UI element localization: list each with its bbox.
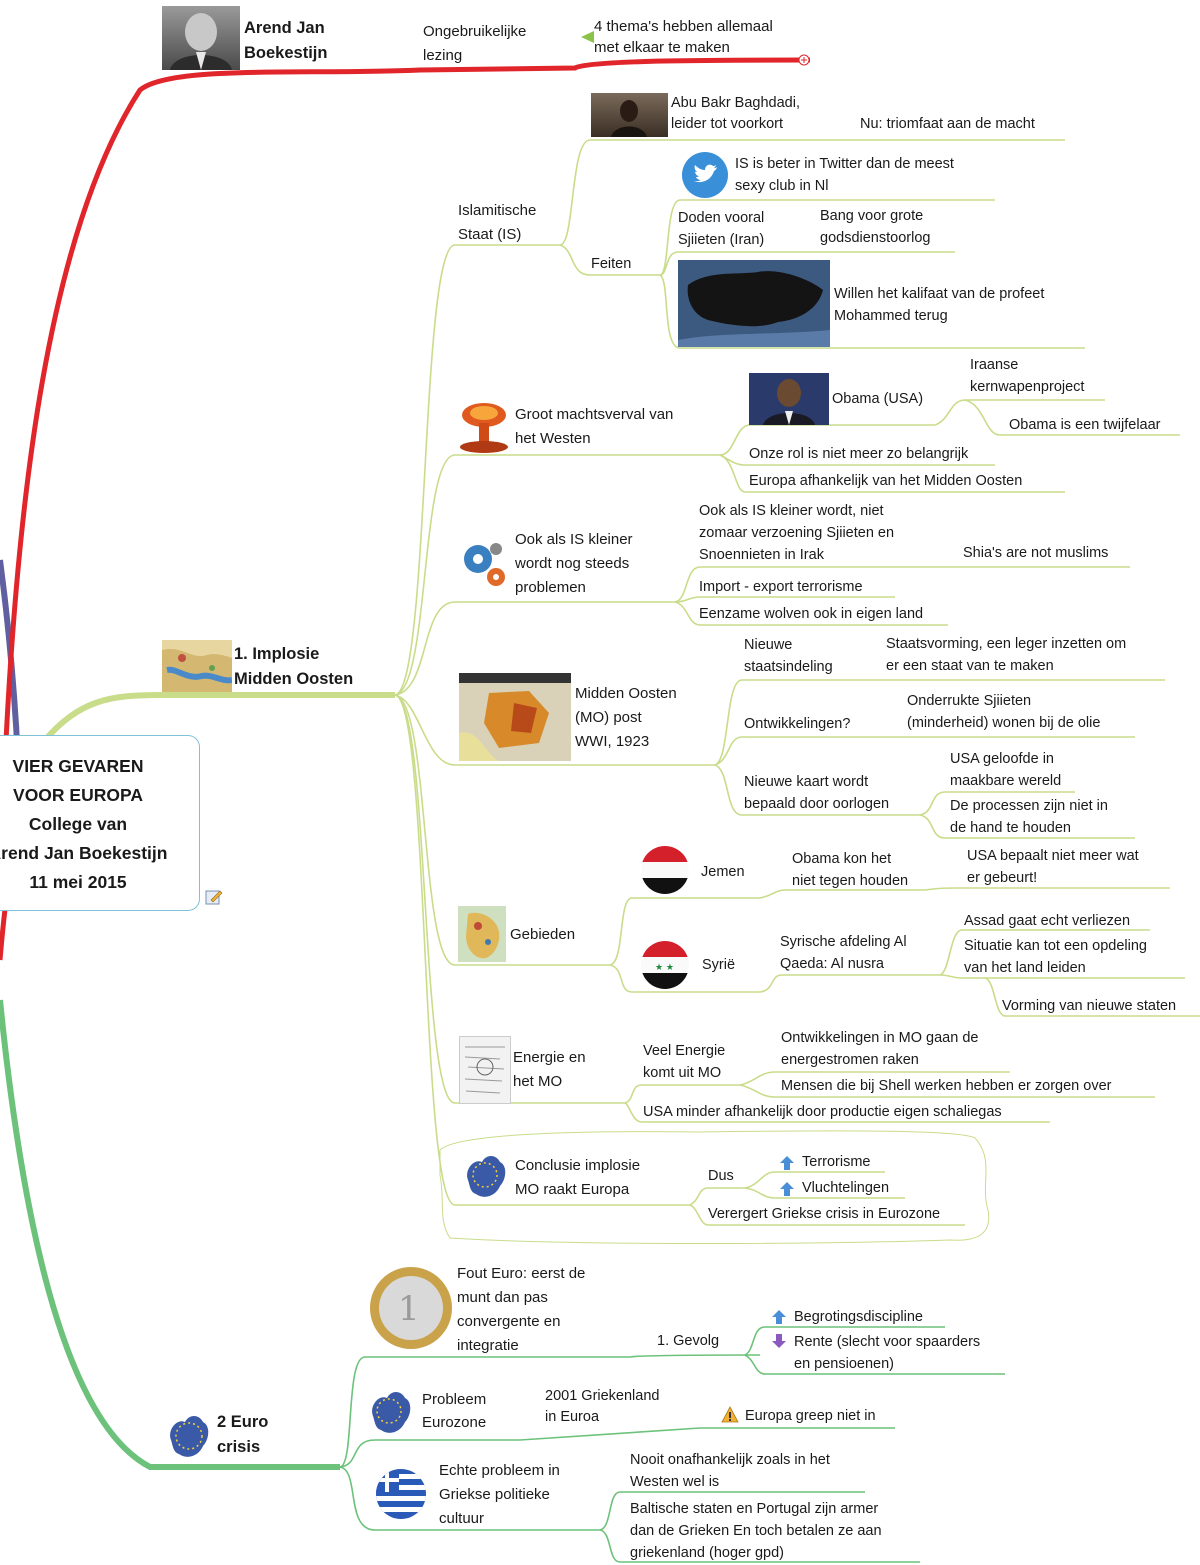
central-topic-title: VIER GEVAREN VOOR EUROPA College van Are… [0, 756, 168, 892]
themes-note: 4 thema's hebben allemaal met elkaar te … [594, 18, 773, 56]
caliphate-map-image [678, 260, 830, 347]
conclusie-label[interactable]: Conclusie implosie MO raakt Europa [515, 1157, 641, 1198]
staatsvorming-text: Staatsvorming, een leger inzetten om er … [886, 636, 1127, 674]
begroting-text: Begrotingsdiscipline [794, 1309, 923, 1325]
middle-east-map-icon [162, 640, 232, 692]
baghdadi-photo [591, 93, 668, 137]
twitter-icon [682, 152, 728, 198]
greep-text: Europa greep niet in [745, 1408, 876, 1424]
assad-text: Assad gaat echt verliezen [964, 913, 1131, 929]
nooit-text: Nooit onafhankelijk zoals in het Westen … [630, 1452, 830, 1490]
wolven-text: Eenzame wolven ook in eigen land [699, 606, 924, 622]
obama-kon-text: Obama kon het niet tegen houden [792, 851, 909, 889]
vorming-text: Vorming van nieuwe staten [1002, 998, 1177, 1014]
energie-label[interactable]: Energie en het MO [513, 1049, 586, 1090]
westen-label[interactable]: Groot machtsverval van het Westen [515, 406, 674, 447]
central-topic-box[interactable] [0, 735, 200, 911]
gevolg-text: 1. Gevolg [657, 1333, 720, 1349]
griekse-crisis-text: Verergert Griekse crisis in Eurozone [708, 1206, 941, 1222]
is-label[interactable]: Islamitische Staat (IS) [458, 202, 537, 243]
kleiner-label[interactable]: Ook als IS kleiner wordt nog steeds prob… [515, 531, 633, 596]
kaart-text: Nieuwe kaart wordt bepaald door oorlogen [744, 774, 890, 812]
twitter-text: IS is beter in Twitter dan de meest sexy… [735, 156, 954, 194]
griekenland-2001-text: 2001 Griekenland in Euroa [545, 1388, 660, 1425]
shell-text: Mensen die bij Shell werken hebben er zo… [781, 1078, 1112, 1094]
ontw-text: Ontwikkelingen? [744, 716, 851, 732]
processen-text: De processen zijn niet in de hand te hou… [950, 798, 1108, 836]
usa-bepaalt-text: USA bepaalt niet meer wat er gebeurt! [967, 848, 1139, 886]
nieuwe-text: Nieuwe staatsindeling [744, 637, 833, 675]
iraanse-text: Iraanse kernwapenproject [970, 357, 1085, 395]
syrische-text: Syrische afdeling Al Qaeda: Al nusra [780, 934, 907, 972]
europe-map-icon [170, 1416, 209, 1457]
mo-branch-title[interactable]: 1. Implosie Midden Oosten [234, 645, 354, 688]
shia-text: Shia's are not muslims [963, 545, 1109, 561]
rente-text: Rente (slecht voor spaarders en pensioen… [794, 1334, 981, 1372]
feiten-label: Feiten [591, 256, 632, 272]
import-text: Import - export terrorisme [699, 579, 863, 595]
jemen-text: Jemen [701, 864, 745, 880]
warning-icon [721, 1406, 739, 1423]
ontw-mo-text: Ontwikkelingen in MO gaan de energestrom… [781, 1030, 979, 1068]
echte-probleem-label[interactable]: Echte probleem in Griekse politieke cult… [439, 1462, 560, 1527]
svg-text:1: 1 [398, 1289, 420, 1329]
syrie-text: Syrië [702, 957, 736, 973]
arrow-up-icon [772, 1310, 786, 1324]
arrow-up-icon [780, 1182, 794, 1196]
situatie-text: Situatie kan tot een opdeling van het la… [964, 938, 1147, 976]
syria-flag-icon: ★ ★ [641, 941, 689, 989]
post-label[interactable]: Midden Oosten (MO) post WWI, 1923 [575, 685, 677, 750]
arabia-map-icon [458, 906, 506, 962]
speaker-name: Arend Jan Boekestijn [244, 19, 328, 62]
baltische-text: Baltische staten en Portugal zijn armer … [630, 1501, 882, 1561]
fout-euro-label[interactable]: Fout Euro: eerst de munt dan pas converg… [457, 1265, 586, 1354]
usa-maakbaar-text: USA geloofde in maakbare wereld [950, 751, 1062, 789]
note-icon[interactable] [205, 888, 223, 906]
light-green-main-branch [42, 692, 395, 742]
triomf-text: Nu: triomfaat aan de macht [860, 116, 1035, 132]
red-main-branch [0, 57, 811, 881]
vluchtelingen-text: Vluchtelingen [802, 1180, 890, 1196]
gears-icon [464, 543, 505, 586]
veel-energie-text: Veel Energie komt uit MO [643, 1043, 726, 1081]
euro-coin-icon: 1 [370, 1267, 452, 1349]
obama-photo [749, 373, 829, 425]
arrow-up-icon [780, 1156, 794, 1170]
green-arrow-icon [581, 31, 594, 43]
twijfelaar-text: Obama is een twijfelaar [1009, 417, 1161, 433]
svg-text:★ ★: ★ ★ [655, 963, 674, 973]
terrorisme-text: Terrorisme [802, 1154, 871, 1170]
verzoening-text: Ook als IS kleiner wordt, niet zomaar ve… [699, 503, 895, 563]
gebieden-label[interactable]: Gebieden [510, 926, 576, 943]
obama-text: Obama (USA) [832, 391, 924, 407]
mo-1923-map-image [459, 673, 571, 761]
bang-text: Bang voor grote godsdienstoorlog [820, 208, 931, 246]
baghdadi-text: Abu Bakr Baghdadi, leider tot voorkort [671, 95, 800, 132]
dus-text: Dus [708, 1168, 734, 1184]
greece-flag-icon [376, 1469, 426, 1519]
yemen-flag-icon [641, 846, 689, 894]
speaker-photo [162, 6, 240, 70]
europe-map-icon [372, 1392, 411, 1433]
doden-text: Doden vooral Sjiieten (Iran) [678, 210, 765, 248]
energy-map-icon [459, 1036, 511, 1104]
euro-branch-title[interactable]: 2 Euro crisis [217, 1413, 269, 1456]
probleem-eurozone-label[interactable]: Probleem Eurozone [422, 1391, 487, 1431]
green-main-branch [0, 999, 340, 1470]
lecture-label: Ongebruikelijke lezing [423, 23, 527, 64]
nuclear-explosion-icon [460, 403, 508, 453]
schaliegas-text: USA minder afhankelijk door productie ei… [643, 1104, 1002, 1120]
kalifaat-text: Willen het kalifaat van de profeet Moham… [834, 286, 1045, 324]
arrow-down-icon [772, 1334, 786, 1348]
rol-text: Onze rol is niet meer zo belangrijk [749, 446, 969, 462]
onderrukte-text: Onderrukte Sjiieten (minderheid) wonen b… [907, 693, 1101, 731]
europa-afh-text: Europa afhankelijk van het Midden Oosten [749, 473, 1023, 489]
europe-map-icon [467, 1156, 506, 1197]
